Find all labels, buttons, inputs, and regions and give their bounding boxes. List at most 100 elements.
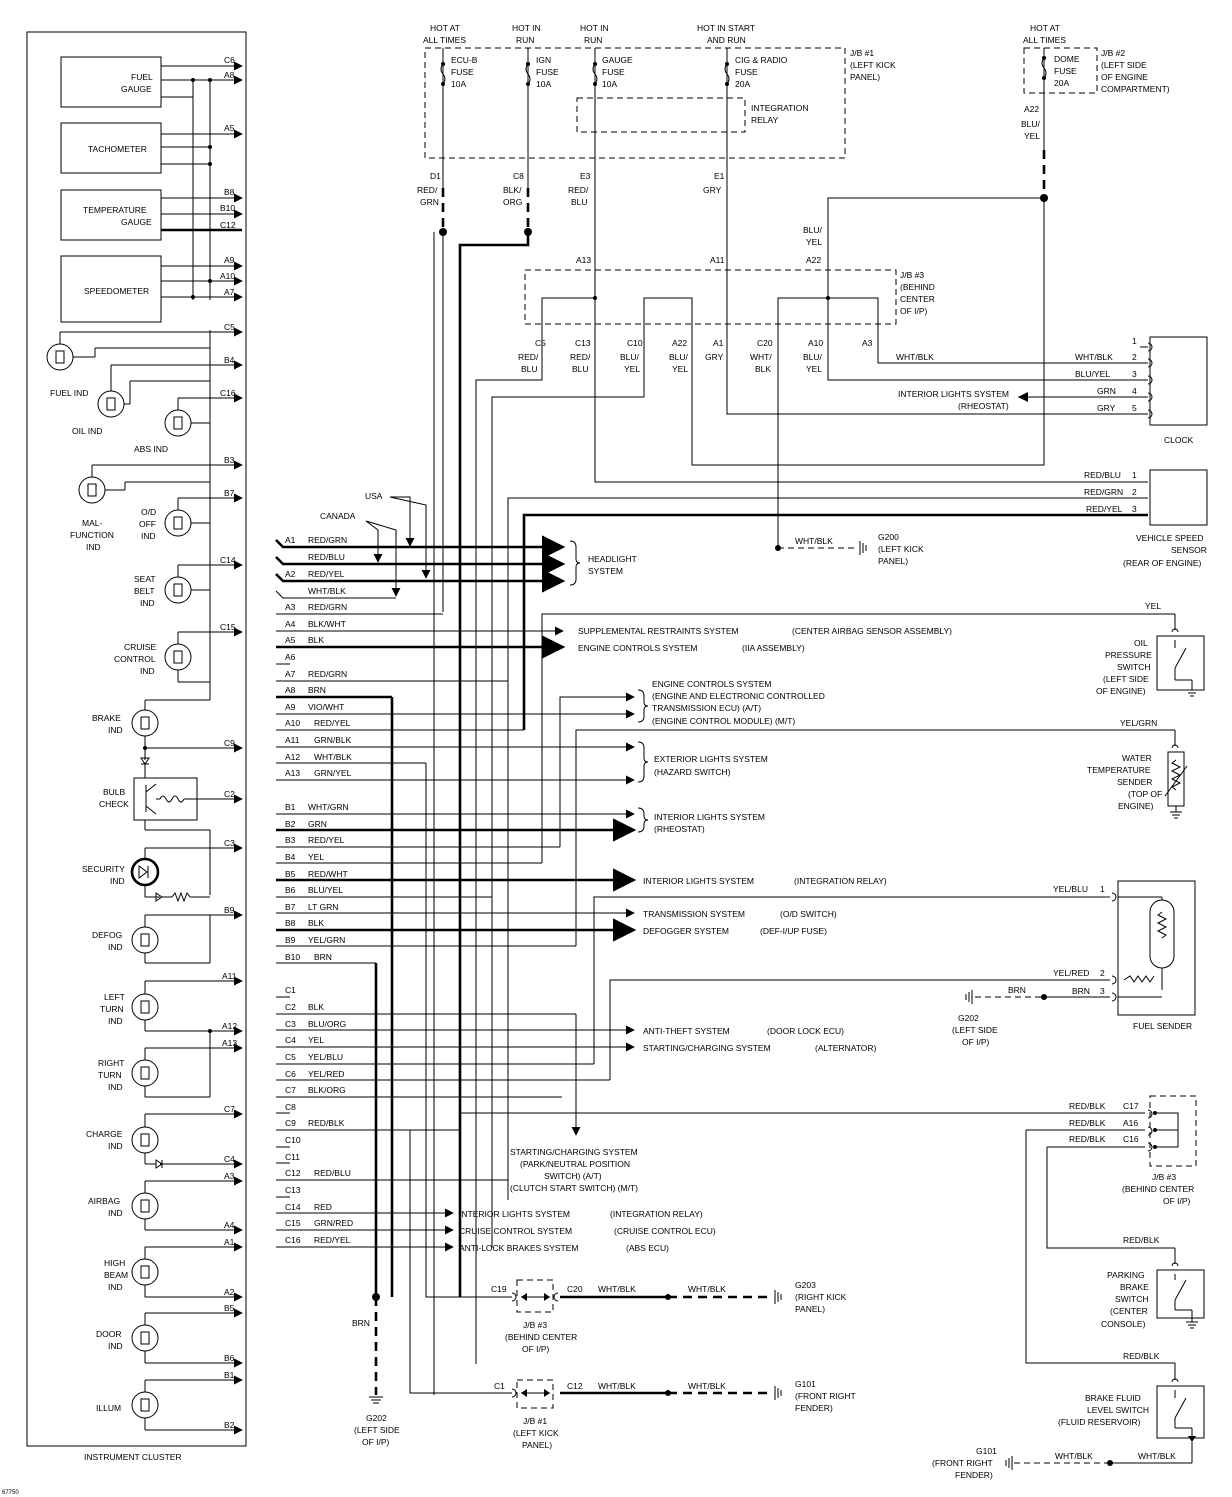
svg-text:SENSOR: SENSOR <box>1171 545 1207 555</box>
svg-text:(ENGINE CONTROL MODULE) (M/T): (ENGINE CONTROL MODULE) (M/T) <box>652 716 795 726</box>
system-labels: HEADLIGHT SYSTEM SUPPLEMENTAL RESTRAINTS… <box>459 540 952 1253</box>
svg-text:DOOR: DOOR <box>96 1329 122 1339</box>
svg-text:BLU: BLU <box>521 364 538 374</box>
svg-text:YEL/BLU: YEL/BLU <box>308 1052 343 1062</box>
svg-text:HOT AT: HOT AT <box>1030 23 1060 33</box>
svg-text:TURN: TURN <box>98 1070 122 1080</box>
svg-text:CONSOLE): CONSOLE) <box>1101 1319 1146 1329</box>
svg-text:BLK: BLK <box>755 364 771 374</box>
svg-text:OIL: OIL <box>1134 638 1148 648</box>
svg-text:C12: C12 <box>567 1381 583 1391</box>
svg-text:(FRONT RIGHT: (FRONT RIGHT <box>932 1458 993 1468</box>
svg-text:(RHEOSTAT): (RHEOSTAT) <box>958 401 1009 411</box>
jb1-top: J/B #1 (LEFT KICK PANEL) HOT AT ALL TIME… <box>417 23 896 207</box>
instrument-cluster: INSTRUMENT CLUSTER <box>26 31 247 1462</box>
svg-text:(ALTERNATOR): (ALTERNATOR) <box>815 1043 877 1053</box>
svg-text:C7: C7 <box>224 1104 235 1114</box>
svg-text:A4: A4 <box>224 1220 235 1230</box>
svg-text:IND: IND <box>141 531 156 541</box>
svg-text:RED/BLU: RED/BLU <box>1084 470 1121 480</box>
svg-text:INTEGRATION: INTEGRATION <box>751 103 808 113</box>
svg-text:B7: B7 <box>224 488 235 498</box>
svg-text:RED/: RED/ <box>568 185 589 195</box>
svg-text:INTERIOR LIGHTS SYSTEM: INTERIOR LIGHTS SYSTEM <box>643 876 754 886</box>
svg-text:C12: C12 <box>220 220 236 230</box>
svg-text:A5: A5 <box>224 123 235 133</box>
svg-text:ANTI-THEFT SYSTEM: ANTI-THEFT SYSTEM <box>643 1026 730 1036</box>
svg-text:OF I/P): OF I/P) <box>900 306 928 316</box>
svg-text:C4: C4 <box>285 1035 296 1045</box>
svg-text:B5: B5 <box>224 1303 235 1313</box>
svg-text:B9: B9 <box>224 905 235 915</box>
svg-text:G101: G101 <box>795 1379 816 1389</box>
svg-text:BLU/: BLU/ <box>1021 119 1041 129</box>
svg-text:A13: A13 <box>576 255 591 265</box>
svg-text:(REAR OF ENGINE): (REAR OF ENGINE) <box>1123 558 1202 568</box>
svg-text:RELAY: RELAY <box>751 115 779 125</box>
bus-wires <box>372 613 1175 1394</box>
svg-text:LEFT: LEFT <box>104 992 125 1002</box>
svg-text:FENDER): FENDER) <box>795 1403 833 1413</box>
svg-text:C3: C3 <box>285 1019 296 1029</box>
svg-text:HIGH: HIGH <box>104 1258 125 1268</box>
malfunction-ind-bulb <box>78 465 210 504</box>
svg-text:(DEF-I/UP FUSE): (DEF-I/UP FUSE) <box>760 926 827 936</box>
svg-text:A11: A11 <box>222 971 237 981</box>
svg-text:RED/WHT: RED/WHT <box>308 869 348 879</box>
svg-text:(CRUISE CONTROL ECU): (CRUISE CONTROL ECU) <box>614 1226 716 1236</box>
svg-text:C16: C16 <box>220 388 236 398</box>
svg-text:A7: A7 <box>224 287 235 297</box>
svg-text:INTERIOR LIGHTS SYSTEM: INTERIOR LIGHTS SYSTEM <box>898 389 1009 399</box>
svg-text:SWITCH: SWITCH <box>1117 662 1151 672</box>
svg-text:RED/: RED/ <box>417 185 438 195</box>
svg-text:GAUGE: GAUGE <box>602 55 633 65</box>
svg-text:C11: C11 <box>285 1152 300 1162</box>
svg-text:B1: B1 <box>224 1370 235 1380</box>
svg-text:BLK: BLK <box>308 918 324 928</box>
svg-text:A2: A2 <box>224 1287 235 1297</box>
svg-text:B4: B4 <box>285 852 296 862</box>
clock: CLOCK 1 WHT/BLK 2 BLU/YEL 3 GRN 4 GRY 5 <box>1075 336 1208 445</box>
svg-text:YEL: YEL <box>624 364 640 374</box>
airbag-ind-bulb <box>131 1181 159 1230</box>
svg-text:C19: C19 <box>491 1284 507 1294</box>
svg-text:RED/: RED/ <box>570 352 591 362</box>
svg-text:A3: A3 <box>224 1171 235 1181</box>
svg-text:E3: E3 <box>580 171 591 181</box>
svg-text:YEL: YEL <box>806 364 822 374</box>
svg-text:BRAKE FLUID: BRAKE FLUID <box>1085 1393 1141 1403</box>
speedometer: SPEEDOMETER <box>60 255 162 323</box>
svg-text:1: 1 <box>1132 470 1137 480</box>
svg-text:(IIA ASSEMBLY): (IIA ASSEMBLY) <box>742 643 805 653</box>
svg-text:GRN: GRN <box>1097 386 1116 396</box>
svg-text:RUN: RUN <box>584 35 602 45</box>
svg-text:HEADLIGHT: HEADLIGHT <box>588 554 637 564</box>
jb3-right: RED/BLK C17 RED/BLK A16 RED/BLK C16 J/B … <box>1025 1095 1197 1364</box>
svg-text:FUSE: FUSE <box>735 67 758 77</box>
svg-text:10A: 10A <box>536 79 551 89</box>
svg-text:G203: G203 <box>795 1280 816 1290</box>
svg-text:(LEFT KICK: (LEFT KICK <box>850 60 896 70</box>
svg-text:IND: IND <box>108 1141 123 1151</box>
svg-text:C10: C10 <box>285 1135 301 1145</box>
svg-text:(BEHIND CENTER: (BEHIND CENTER <box>1122 1184 1194 1194</box>
svg-text:B2: B2 <box>285 819 296 829</box>
fuel-gauge: FUEL GAUGE <box>60 56 162 108</box>
svg-text:ENGINE): ENGINE) <box>1118 801 1154 811</box>
svg-text:OF ENGINE: OF ENGINE <box>1101 72 1148 82</box>
svg-text:2: 2 <box>1132 352 1137 362</box>
svg-text:RED/GRN: RED/GRN <box>308 669 347 679</box>
svg-text:(BEHIND CENTER: (BEHIND CENTER <box>505 1332 577 1342</box>
svg-text:1: 1 <box>1132 336 1137 346</box>
svg-text:A2: A2 <box>285 569 296 579</box>
svg-text:BRN: BRN <box>308 685 326 695</box>
svg-text:IND: IND <box>140 666 155 676</box>
svg-text:C5: C5 <box>535 338 546 348</box>
svg-text:(RIGHT KICK: (RIGHT KICK <box>795 1292 847 1302</box>
svg-text:BULB: BULB <box>103 787 126 797</box>
svg-text:CRUISE: CRUISE <box>124 642 156 652</box>
svg-text:BLU/YEL: BLU/YEL <box>1075 369 1110 379</box>
svg-text:(ABS ECU): (ABS ECU) <box>626 1243 669 1253</box>
